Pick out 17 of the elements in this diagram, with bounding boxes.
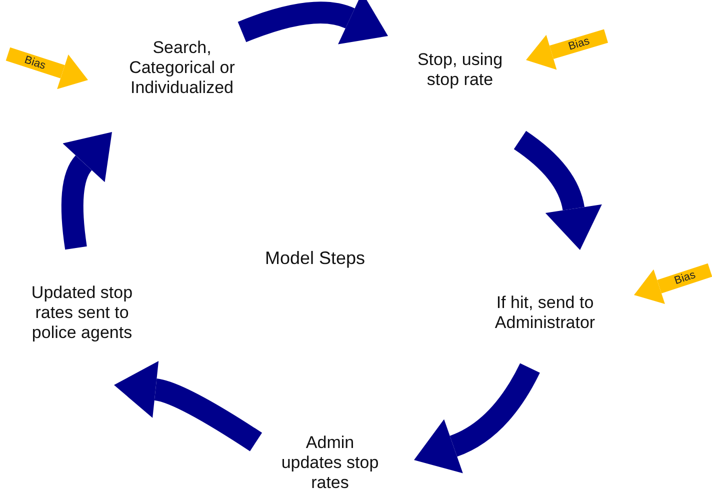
edge-label: Bias	[566, 35, 591, 53]
step-label: If hit, send to Administrator	[494, 292, 596, 332]
curved-arrow	[514, 130, 602, 250]
curved-arrow	[61, 130, 110, 250]
step-label: Admin updates stop rates	[280, 433, 380, 493]
diagram-title: Model Steps	[264, 248, 366, 269]
curved-arrow	[114, 361, 262, 452]
bias-arrow	[6, 47, 88, 90]
edge-label: Bias	[672, 269, 697, 288]
edge-label: Bias	[23, 54, 48, 72]
bias-arrow	[634, 263, 712, 304]
step-label: Search, Categorical or Individualized	[128, 38, 236, 98]
step-label: Stop, using stop rate	[416, 50, 504, 90]
curved-arrow	[414, 363, 540, 473]
bias-arrow	[526, 29, 608, 70]
step-label: Updated stop rates sent to police agents	[30, 283, 134, 343]
curved-arrow	[238, 0, 389, 45]
